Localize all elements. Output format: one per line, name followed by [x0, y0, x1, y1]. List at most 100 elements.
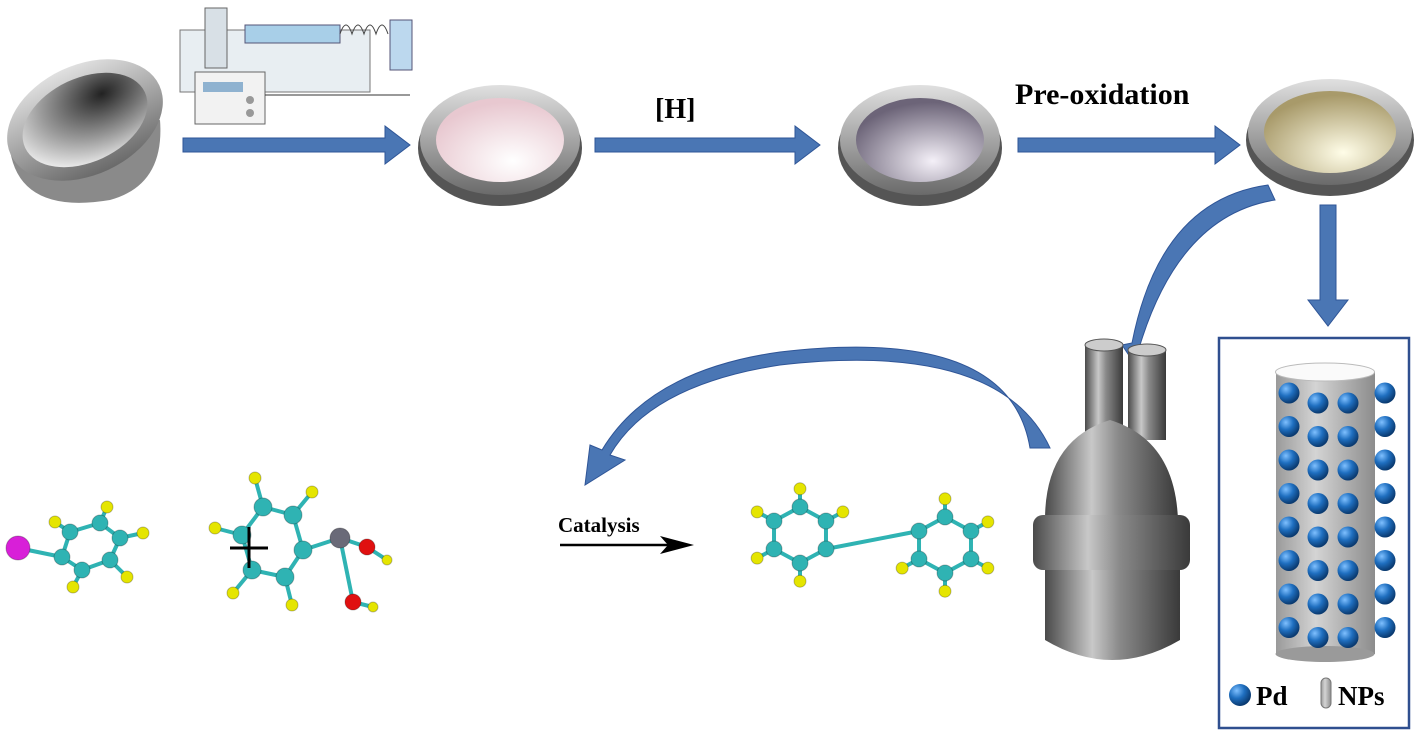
pd-nanoparticle [1278, 516, 1300, 538]
pd-nanoparticle [1307, 426, 1329, 447]
hydrogen-atom [100, 500, 114, 514]
pd-nanoparticle [1374, 382, 1396, 404]
crucible-reduced [838, 85, 1002, 206]
hydrogen-atom [750, 505, 764, 519]
carbon-atom [275, 567, 295, 587]
carbon-atom [61, 523, 79, 541]
plus-sign [230, 527, 268, 568]
pd-nanoparticle [1337, 392, 1359, 414]
pd-nanoparticle [1307, 560, 1329, 581]
electrospinning-apparatus-icon [179, 7, 413, 125]
hydrogenation-label: [H] [655, 94, 695, 125]
pd-nanoparticle [1307, 392, 1329, 414]
carbon-atom [910, 522, 928, 540]
legend-nps-label: NPs [1338, 681, 1385, 711]
pd-nanoparticle [1337, 526, 1359, 548]
pd-nanoparticle [1307, 526, 1329, 548]
pd-nanoparticle [1307, 627, 1329, 648]
pd-nanoparticle [1337, 459, 1359, 481]
hydrogen-atom [938, 584, 952, 598]
hydrogen-atom [66, 580, 80, 594]
pre-oxidation-label: Pre-oxidation [1015, 78, 1190, 111]
pd-nanoparticle [1278, 550, 1300, 571]
boron-atom [329, 527, 351, 549]
carbon-atom [232, 525, 252, 545]
hydrogen-atom [120, 570, 134, 584]
hydrogen-atom [981, 515, 995, 529]
catalysis-arrow [560, 536, 694, 554]
pd-nanoparticle [1337, 593, 1359, 615]
pd-legend-sphere-icon [1229, 684, 1251, 706]
carbon-atom [817, 512, 835, 530]
pd-nanoparticle [1337, 426, 1359, 447]
carbon-atom [101, 551, 119, 569]
iodine-atom [5, 535, 31, 561]
carbon-atom [936, 508, 954, 526]
carbon-atom [817, 540, 835, 558]
hydrogen-atom [938, 492, 952, 506]
nanofiber-legend-icon [1320, 677, 1332, 709]
carbon-atom [283, 505, 303, 525]
oxygen-atom [344, 593, 362, 611]
carbon-atom [962, 522, 980, 540]
carbon-atom [73, 561, 91, 579]
pd-nanoparticle [1374, 416, 1396, 437]
carbon-atom [91, 514, 109, 532]
pd-nanoparticle [1307, 459, 1329, 481]
hydrogen-atom [208, 521, 222, 535]
carbon-atom [765, 540, 783, 558]
carbon-atom [765, 512, 783, 530]
carbon-atom [253, 497, 273, 517]
carbon-atom [111, 529, 129, 547]
pd-nanoparticle [1278, 583, 1300, 605]
carbon-atom [242, 560, 262, 580]
crucible-preoxidized [1246, 79, 1414, 196]
carbon-atom [962, 550, 980, 568]
carbon-atom [791, 498, 809, 516]
carbon-atom [293, 540, 313, 560]
pd-nanoparticle [1307, 493, 1329, 514]
pd-nanoparticle [1278, 617, 1300, 638]
flow-arrows [182, 124, 1350, 486]
pd-nanoparticle [1278, 382, 1300, 404]
hydrogen-atom [248, 471, 262, 485]
hydrogen-atom [793, 574, 807, 588]
pd-nanoparticles [1278, 382, 1396, 648]
oxygen-atom [358, 538, 376, 556]
hydrogen-atom [793, 482, 807, 496]
pd-nanoparticle [1374, 550, 1396, 571]
pd-nanoparticle [1374, 516, 1396, 538]
hydrogen-atom [981, 561, 995, 575]
catalysis-label: Catalysis [558, 513, 640, 537]
hydrogen-atom [381, 554, 393, 566]
pd-nanoparticle [1374, 483, 1396, 504]
reaction-molecules [5, 471, 995, 613]
pd-nanoparticle [1307, 593, 1329, 615]
bare-crucible [7, 59, 163, 203]
pd-nanoparticle [1278, 416, 1300, 437]
legend-pd-label: Pd [1256, 681, 1288, 711]
pd-nanoparticle [1278, 483, 1300, 504]
hydrogen-atom [285, 598, 299, 612]
hydrogen-atom [226, 586, 240, 600]
bond [825, 529, 920, 551]
reactor-vessel [1033, 338, 1190, 660]
pd-nanoparticle [1374, 617, 1396, 638]
crucible-electrospun [418, 85, 582, 206]
hydrogen-atom [836, 505, 850, 519]
pd-nanoparticle [1337, 627, 1359, 648]
bond [338, 537, 355, 603]
pd-nanoparticle [1374, 449, 1396, 471]
hydrogen-atom [367, 601, 379, 613]
pd-nanoparticle [1278, 449, 1300, 471]
pd-nanofiber-panel: Pd NPs [1217, 336, 1411, 730]
hydrogen-atom [750, 551, 764, 565]
carbon-atom [791, 554, 809, 572]
carbon-atom [53, 548, 71, 566]
hydrogen-atom [136, 526, 150, 540]
pd-nanoparticle [1337, 493, 1359, 514]
carbon-atom [936, 564, 954, 582]
carbon-atom [910, 550, 928, 568]
